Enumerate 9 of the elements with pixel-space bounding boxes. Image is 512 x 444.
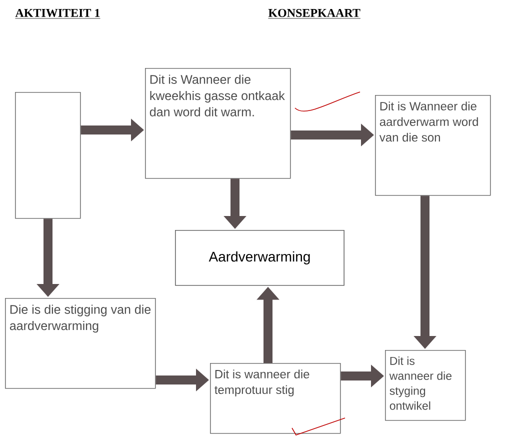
text-box: Dit is Wanneer die kweekhis gasse ontkaak dan word dit warm. — [145, 68, 291, 179]
text-box: Die is die stigging van die aardverwarming — [5, 298, 156, 389]
heading: KONSEPKAART — [268, 8, 361, 19]
heading: AKTIWITEIT 1 — [15, 8, 100, 19]
text-box: Dit is wanneer die temprotuur stig — [210, 363, 341, 434]
term-box: Aardverwarming — [175, 230, 344, 286]
text-box: Dit is wanneer die styging ontwikel — [385, 350, 466, 421]
text-box: Dit is Wanneer die aardverwarm word van die son — [375, 95, 491, 196]
empty-box — [15, 92, 81, 219]
